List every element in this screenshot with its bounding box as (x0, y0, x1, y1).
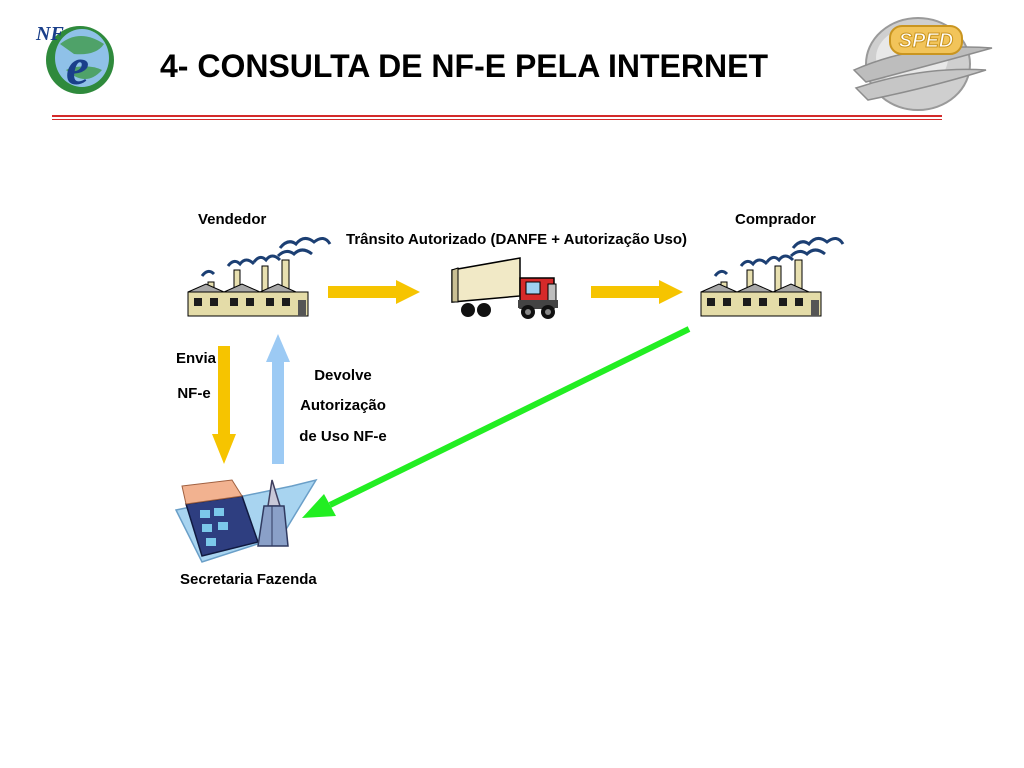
arrow-truck-to-comprador (591, 280, 683, 304)
arrow-consulta-internet (302, 326, 691, 518)
factory-icon (187, 237, 332, 317)
transito-label: Trânsito Autorizado (DANFE + Autorização… (346, 231, 687, 248)
sped-logo-graphic: SPED (852, 17, 993, 111)
comprador-factory (695, 226, 845, 318)
nfe-logo-letter: e (66, 39, 89, 96)
arrow-vendedor-to-truck (328, 280, 420, 304)
truck (448, 256, 564, 320)
arrow-envia-nfe (212, 346, 236, 464)
title-rule-bottom (52, 119, 942, 120)
devolve-label-line3: de Uso NF-e (299, 428, 387, 445)
secretaria-label: Secretaria Fazenda (180, 571, 317, 588)
devolve-label-line1: Devolve (314, 367, 372, 384)
envia-label-line1: Envia (175, 350, 217, 367)
government-building-icon (174, 478, 318, 563)
title-rule-top (52, 115, 942, 117)
truck-icon (451, 257, 558, 319)
sped-logo-text: SPED (899, 30, 953, 52)
secretaria-building (172, 476, 318, 566)
arrow-devolve-autorizacao (266, 334, 290, 464)
devolve-label-line2: Autorização (300, 397, 386, 414)
comprador-label: Comprador (735, 211, 816, 228)
nfe-logo-graphic: NF e (35, 23, 114, 96)
vendedor-label: Vendedor (198, 211, 267, 228)
nfe-logo-text: NF (35, 23, 64, 45)
nfe-logo: NF e (30, 14, 120, 98)
envia-label-line2: NF-e (177, 385, 211, 402)
vendedor-factory (182, 226, 332, 318)
sped-logo: SPED (846, 8, 996, 112)
factory-icon (700, 237, 845, 317)
page-title: 4- CONSULTA DE NF-E PELA INTERNET (160, 48, 768, 84)
